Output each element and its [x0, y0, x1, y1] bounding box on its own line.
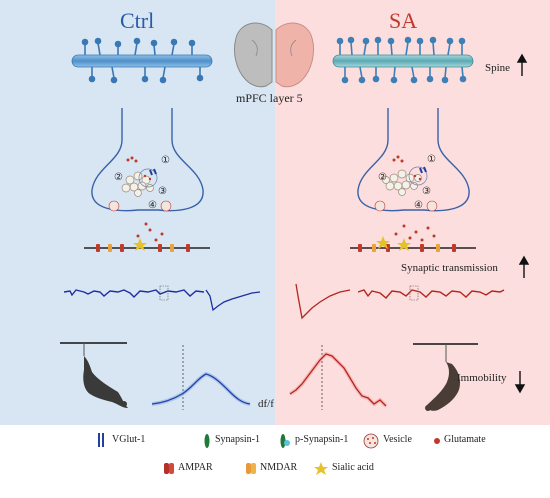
- legend-nmdar-label: NMDAR: [260, 462, 298, 473]
- ctrl-presynaptic-terminal: [91, 108, 204, 212]
- sa-step-4: ④: [414, 200, 423, 211]
- ctrl-mouse-tail-suspension: [60, 342, 128, 408]
- ampar-icon: [164, 463, 174, 474]
- ctrl-release-sites: [108, 200, 172, 212]
- sa-epsc-zoom-trace: [295, 283, 351, 320]
- ctrl-dendrite: [71, 37, 213, 84]
- sa-glutamate-dots: [392, 155, 436, 242]
- region-label: mPFC layer 5: [236, 91, 303, 105]
- ctrl-postsynaptic-membrane: [84, 238, 210, 252]
- vesicle-icon: [363, 433, 379, 449]
- sa-vglut-marker: [419, 166, 427, 174]
- ctrl-glutamate-dots: [126, 156, 164, 242]
- nmdar-icon: [246, 463, 256, 474]
- sa-sepsc-trace: [357, 285, 505, 301]
- p-synapsin1-icon: [280, 434, 290, 448]
- sa-label: SA: [389, 8, 418, 33]
- step-4: ④: [148, 200, 157, 211]
- calcium-axis-label: df/f: [258, 398, 274, 410]
- sa-presynaptic-terminal: [357, 108, 470, 212]
- legend-ampar-label: AMPAR: [178, 462, 213, 473]
- immobility-label: Immobility: [457, 372, 507, 384]
- ctrl-calcium-trace: [151, 345, 251, 410]
- legend-area: [0, 425, 550, 498]
- sa-dendrite: [332, 36, 474, 84]
- glutamate-icon: [434, 438, 440, 444]
- sa-mouse-tail-suspension: [413, 343, 478, 411]
- legend-synapsin1-label: Synapsin-1: [215, 434, 260, 445]
- legend-glutamate-label: Glutamate: [444, 434, 486, 445]
- sa-release-sites: [374, 200, 438, 212]
- immobility-down-arrow: [514, 371, 526, 394]
- step-2: ②: [114, 172, 123, 183]
- synaptic-transmission-up-arrow: [518, 255, 530, 278]
- ctrl-epsc-zoom-trace: [205, 289, 261, 312]
- spine-label: Spine: [485, 62, 511, 74]
- vglut1-icon: [98, 433, 104, 447]
- ctrl-vesicle-cluster: [121, 168, 158, 197]
- ctrl-sepsc-trace: [63, 285, 205, 301]
- sa-step-1: ①: [427, 154, 436, 165]
- ctrl-label: Ctrl: [120, 8, 155, 33]
- synaptic-transmission-label: Synaptic transmission: [401, 262, 498, 274]
- step-3: ③: [158, 186, 167, 197]
- sa-step-2: ②: [378, 172, 387, 183]
- sa-postsynaptic-membrane: [350, 236, 476, 252]
- sa-calcium-trace: [288, 345, 388, 410]
- legend-vglut1-label: VGlut-1: [112, 434, 146, 445]
- legend-vesicle-label: Vesicle: [383, 434, 412, 445]
- sa-step-3: ③: [422, 186, 431, 197]
- brain-icon: [233, 22, 315, 88]
- synapsin1-icon: [204, 434, 210, 448]
- ctrl-panel: [0, 0, 275, 425]
- step-1: ①: [161, 155, 170, 166]
- legend-p-synapsin1-label: p-Synapsin-1: [295, 434, 349, 445]
- legend-sialic-acid-label: Sialic acid: [332, 462, 374, 473]
- sialic-acid-icon: [314, 462, 328, 475]
- sa-vesicle-cluster: [382, 166, 428, 196]
- ctrl-vglut-marker: [149, 168, 157, 176]
- spine-up-arrow: [516, 53, 528, 76]
